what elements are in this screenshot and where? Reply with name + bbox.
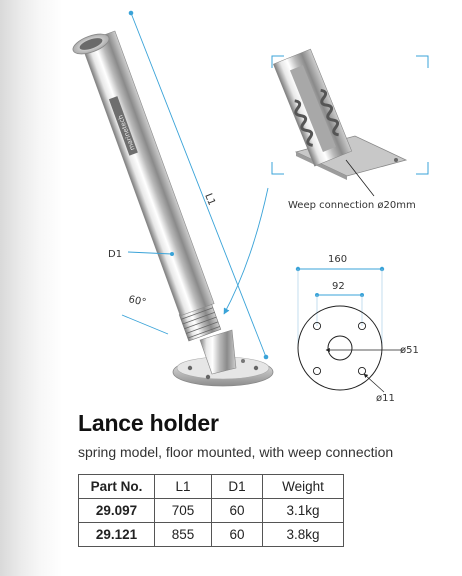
table-header-row: Part No. L1 D1 Weight (78, 474, 344, 499)
lance-holder-image: marinetech (72, 30, 274, 387)
spec-table: Part No. L1 D1 Weight 29.097 705 60 3.1k… (78, 474, 344, 547)
d1-label: D1 (108, 249, 122, 260)
weep-connection-label: Weep connection ø20mm (288, 200, 416, 211)
dim-11-label: ø11 (376, 393, 395, 404)
dim-92-label: 92 (332, 281, 345, 292)
col-d1: D1 (211, 474, 263, 499)
cell-weight: 3.1kg (262, 498, 344, 523)
product-subtitle: spring model, floor mounted, with weep c… (78, 444, 394, 460)
col-l1: L1 (154, 474, 212, 499)
dim-51-label: ø51 (400, 345, 419, 356)
cell-part-no: 29.097 (78, 498, 155, 523)
col-weight: Weight (262, 474, 344, 499)
product-title: Lance holder (78, 410, 219, 436)
l1-dimension-line (130, 12, 267, 358)
cell-l1: 855 (154, 522, 212, 547)
table-row: 29.121 855 60 3.8kg (78, 522, 344, 547)
d1-leader (127, 251, 173, 255)
cell-d1: 60 (211, 498, 263, 523)
cell-part-no: 29.121 (78, 522, 155, 547)
table-row: 29.097 705 60 3.1kg (78, 498, 344, 523)
product-drawing: marinetech L1 D1 60° Weep co (72, 10, 429, 404)
cell-d1: 60 (211, 522, 263, 547)
col-part-no: Part No. (78, 474, 155, 499)
l1-label: L1 (202, 192, 217, 207)
detail-callout-arrow (223, 187, 269, 315)
base-plate-plan: 160 92 ø51 ø11 (295, 254, 419, 404)
angle-line (121, 314, 169, 335)
weep-leader (345, 159, 375, 197)
cell-weight: 3.8kg (262, 522, 344, 547)
angle-label: 60° (127, 294, 147, 308)
dim-160-label: 160 (328, 254, 347, 265)
cell-l1: 705 (154, 498, 212, 523)
weep-detail-image (271, 48, 429, 180)
